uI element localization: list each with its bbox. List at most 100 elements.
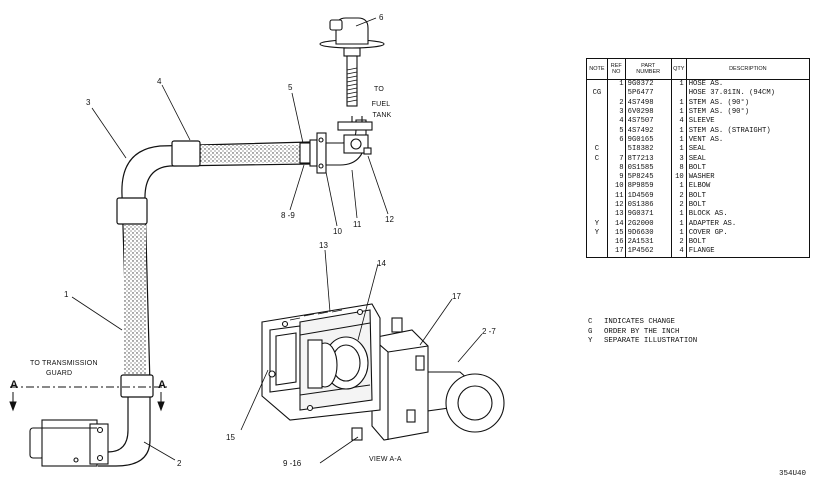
cell-ref: 7	[606, 154, 626, 164]
callout-6: 6	[379, 13, 384, 22]
cell-note: CG	[586, 89, 608, 99]
cell-desc: STEM AS. (90°)	[685, 107, 811, 118]
cell-ref: 6	[606, 135, 626, 146]
cell-note	[586, 98, 608, 108]
cell-ref: 15	[606, 228, 626, 239]
cell-ref: 2	[606, 98, 626, 108]
callout-17: 17	[452, 292, 461, 301]
cell-note	[586, 238, 608, 248]
cell-note	[586, 79, 608, 90]
sleeve-vertical	[116, 197, 148, 225]
cell-ref: 12	[606, 200, 626, 211]
cell-desc: HOSE 37.01IN. (94CM)	[685, 89, 811, 99]
cell-part: 4S7492	[624, 126, 672, 136]
block-assembly-view	[261, 303, 505, 441]
elbow	[325, 116, 373, 166]
cell-qty: 4	[670, 117, 687, 127]
cell-desc: COVER GP.	[685, 228, 811, 239]
cell-ref: 11	[606, 191, 626, 201]
cell-desc: ELBOW	[685, 182, 811, 192]
to-fuel-tank-line-1: TO	[374, 86, 384, 93]
callout-14: 14	[377, 259, 386, 268]
callout-8-9: 8 -9	[281, 211, 295, 220]
cell-ref: 9	[606, 172, 626, 183]
cell-note: C	[586, 154, 608, 164]
cell-part: 9G0165	[624, 135, 672, 146]
cell-part: 2G2000	[624, 219, 672, 229]
cell-desc: STEM AS. (90°)	[685, 98, 811, 108]
cell-desc: STEM AS. (STRAIGHT)	[685, 126, 811, 136]
cell-part: 6V0298	[624, 107, 672, 118]
cell-note	[586, 126, 608, 136]
cell-part: 1P4562	[624, 247, 672, 258]
cell-part: 4S7498	[624, 98, 672, 108]
lower-stem-block	[29, 419, 109, 467]
cell-note	[586, 210, 608, 220]
cell-qty: 2	[670, 238, 687, 248]
cell-desc: SLEEVE	[685, 117, 811, 127]
cell-part: 0S1386	[624, 200, 672, 211]
cell-part: 2A1531	[624, 238, 672, 248]
cell-desc: FLANGE	[685, 247, 811, 258]
cell-ref: 17	[606, 247, 626, 258]
cell-note	[586, 117, 608, 127]
cell-qty: 1	[670, 98, 687, 108]
cell-ref: 14	[606, 219, 626, 229]
cell-note	[586, 200, 608, 211]
cell-part: 9G0371	[624, 210, 672, 220]
cell-ref: 1	[606, 79, 626, 90]
cell-ref	[606, 89, 626, 99]
straight-stem	[299, 132, 327, 174]
cell-part: 5I8382	[624, 145, 672, 155]
cell-qty: 1	[670, 228, 687, 239]
cell-qty	[670, 89, 687, 99]
callout-13: 13	[319, 241, 328, 250]
callout-15: 15	[226, 433, 235, 442]
cell-qty: 2	[670, 200, 687, 211]
cell-desc: SEAL	[685, 145, 811, 155]
callout-5: 5	[288, 83, 293, 92]
cell-qty: 2	[670, 191, 687, 201]
to-transmission-line-1: TO TRANSMISSION	[30, 360, 98, 367]
cell-qty: 1	[670, 79, 687, 90]
cell-note	[586, 191, 608, 201]
cell-note	[586, 135, 608, 146]
cell-ref: 3	[606, 107, 626, 118]
cell-part: 8P9859	[624, 182, 672, 192]
cell-part: 9G0372	[624, 79, 672, 90]
header-note: NOTE	[586, 58, 608, 80]
callout-2: 2	[177, 459, 182, 468]
cell-ref: 16	[606, 238, 626, 248]
cell-qty: 1	[670, 135, 687, 146]
figure-number: 354U40	[779, 470, 807, 478]
cell-part: 8T7213	[624, 154, 672, 164]
sleeve-upper	[171, 140, 201, 167]
hose	[98, 141, 311, 467]
callout-9-16: 9 -16	[283, 459, 302, 468]
cell-note	[586, 163, 608, 173]
cell-ref	[606, 145, 626, 155]
cell-qty: 8	[670, 163, 687, 173]
cell-part: 4S7507	[624, 117, 672, 127]
cell-qty: 10	[670, 172, 687, 183]
cell-note: C	[586, 145, 608, 155]
cell-desc: BOLT	[685, 200, 811, 211]
